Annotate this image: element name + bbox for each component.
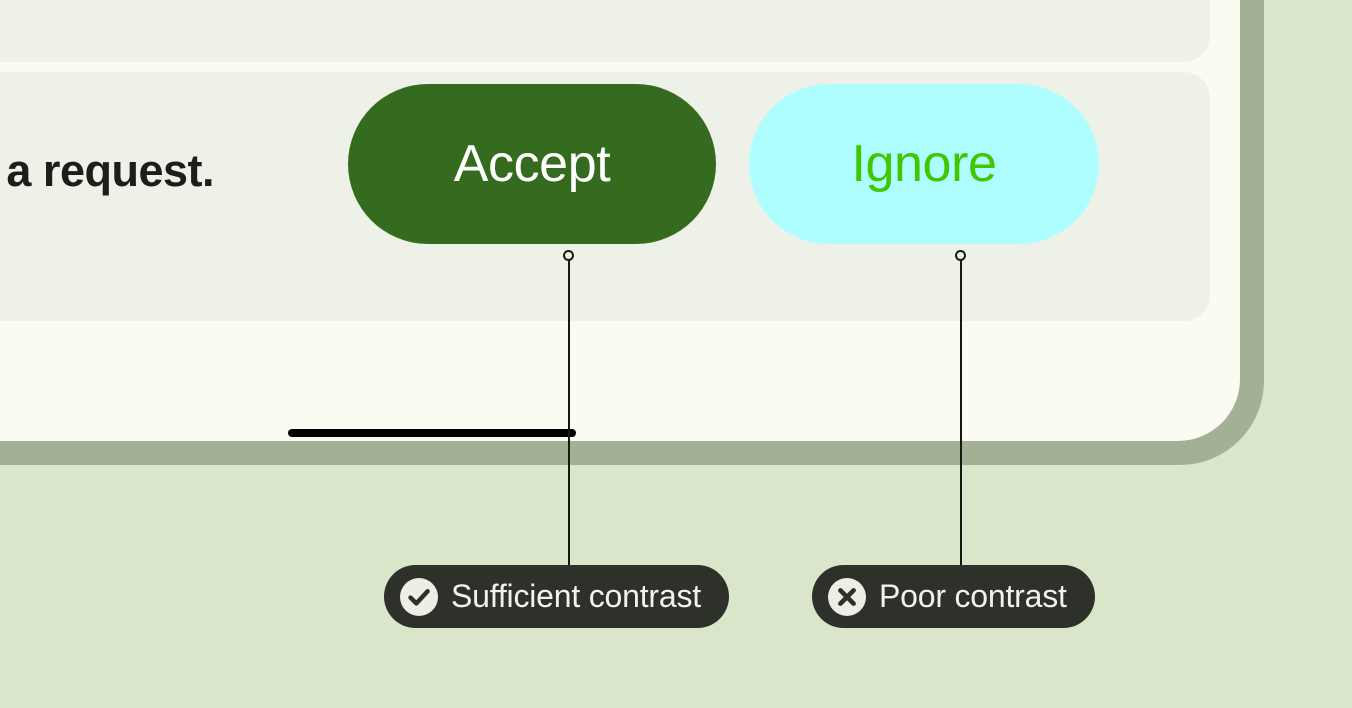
check-circle-icon xyxy=(400,577,438,616)
notification-card-main: a request. Accept Ignore xyxy=(0,72,1210,321)
connector-line xyxy=(568,260,570,576)
connector-line xyxy=(960,260,962,576)
accept-button[interactable]: Accept xyxy=(348,84,716,244)
x-circle-icon xyxy=(828,577,866,616)
annotation-badge-sufficient-contrast: Sufficient contrast xyxy=(384,565,729,628)
annotation-badge-label: Poor contrast xyxy=(879,578,1067,614)
home-indicator[interactable] xyxy=(288,429,576,437)
notification-message: a request. xyxy=(6,145,214,196)
ignore-button[interactable]: Ignore xyxy=(749,84,1099,244)
annotation-badge-label: Sufficient contrast xyxy=(451,578,701,614)
device-screen: a request. Accept Ignore xyxy=(0,0,1240,441)
annotation-badge-poor-contrast: Poor contrast xyxy=(812,565,1095,628)
notification-card-previous xyxy=(0,0,1210,62)
device-frame: a request. Accept Ignore xyxy=(0,0,1264,465)
